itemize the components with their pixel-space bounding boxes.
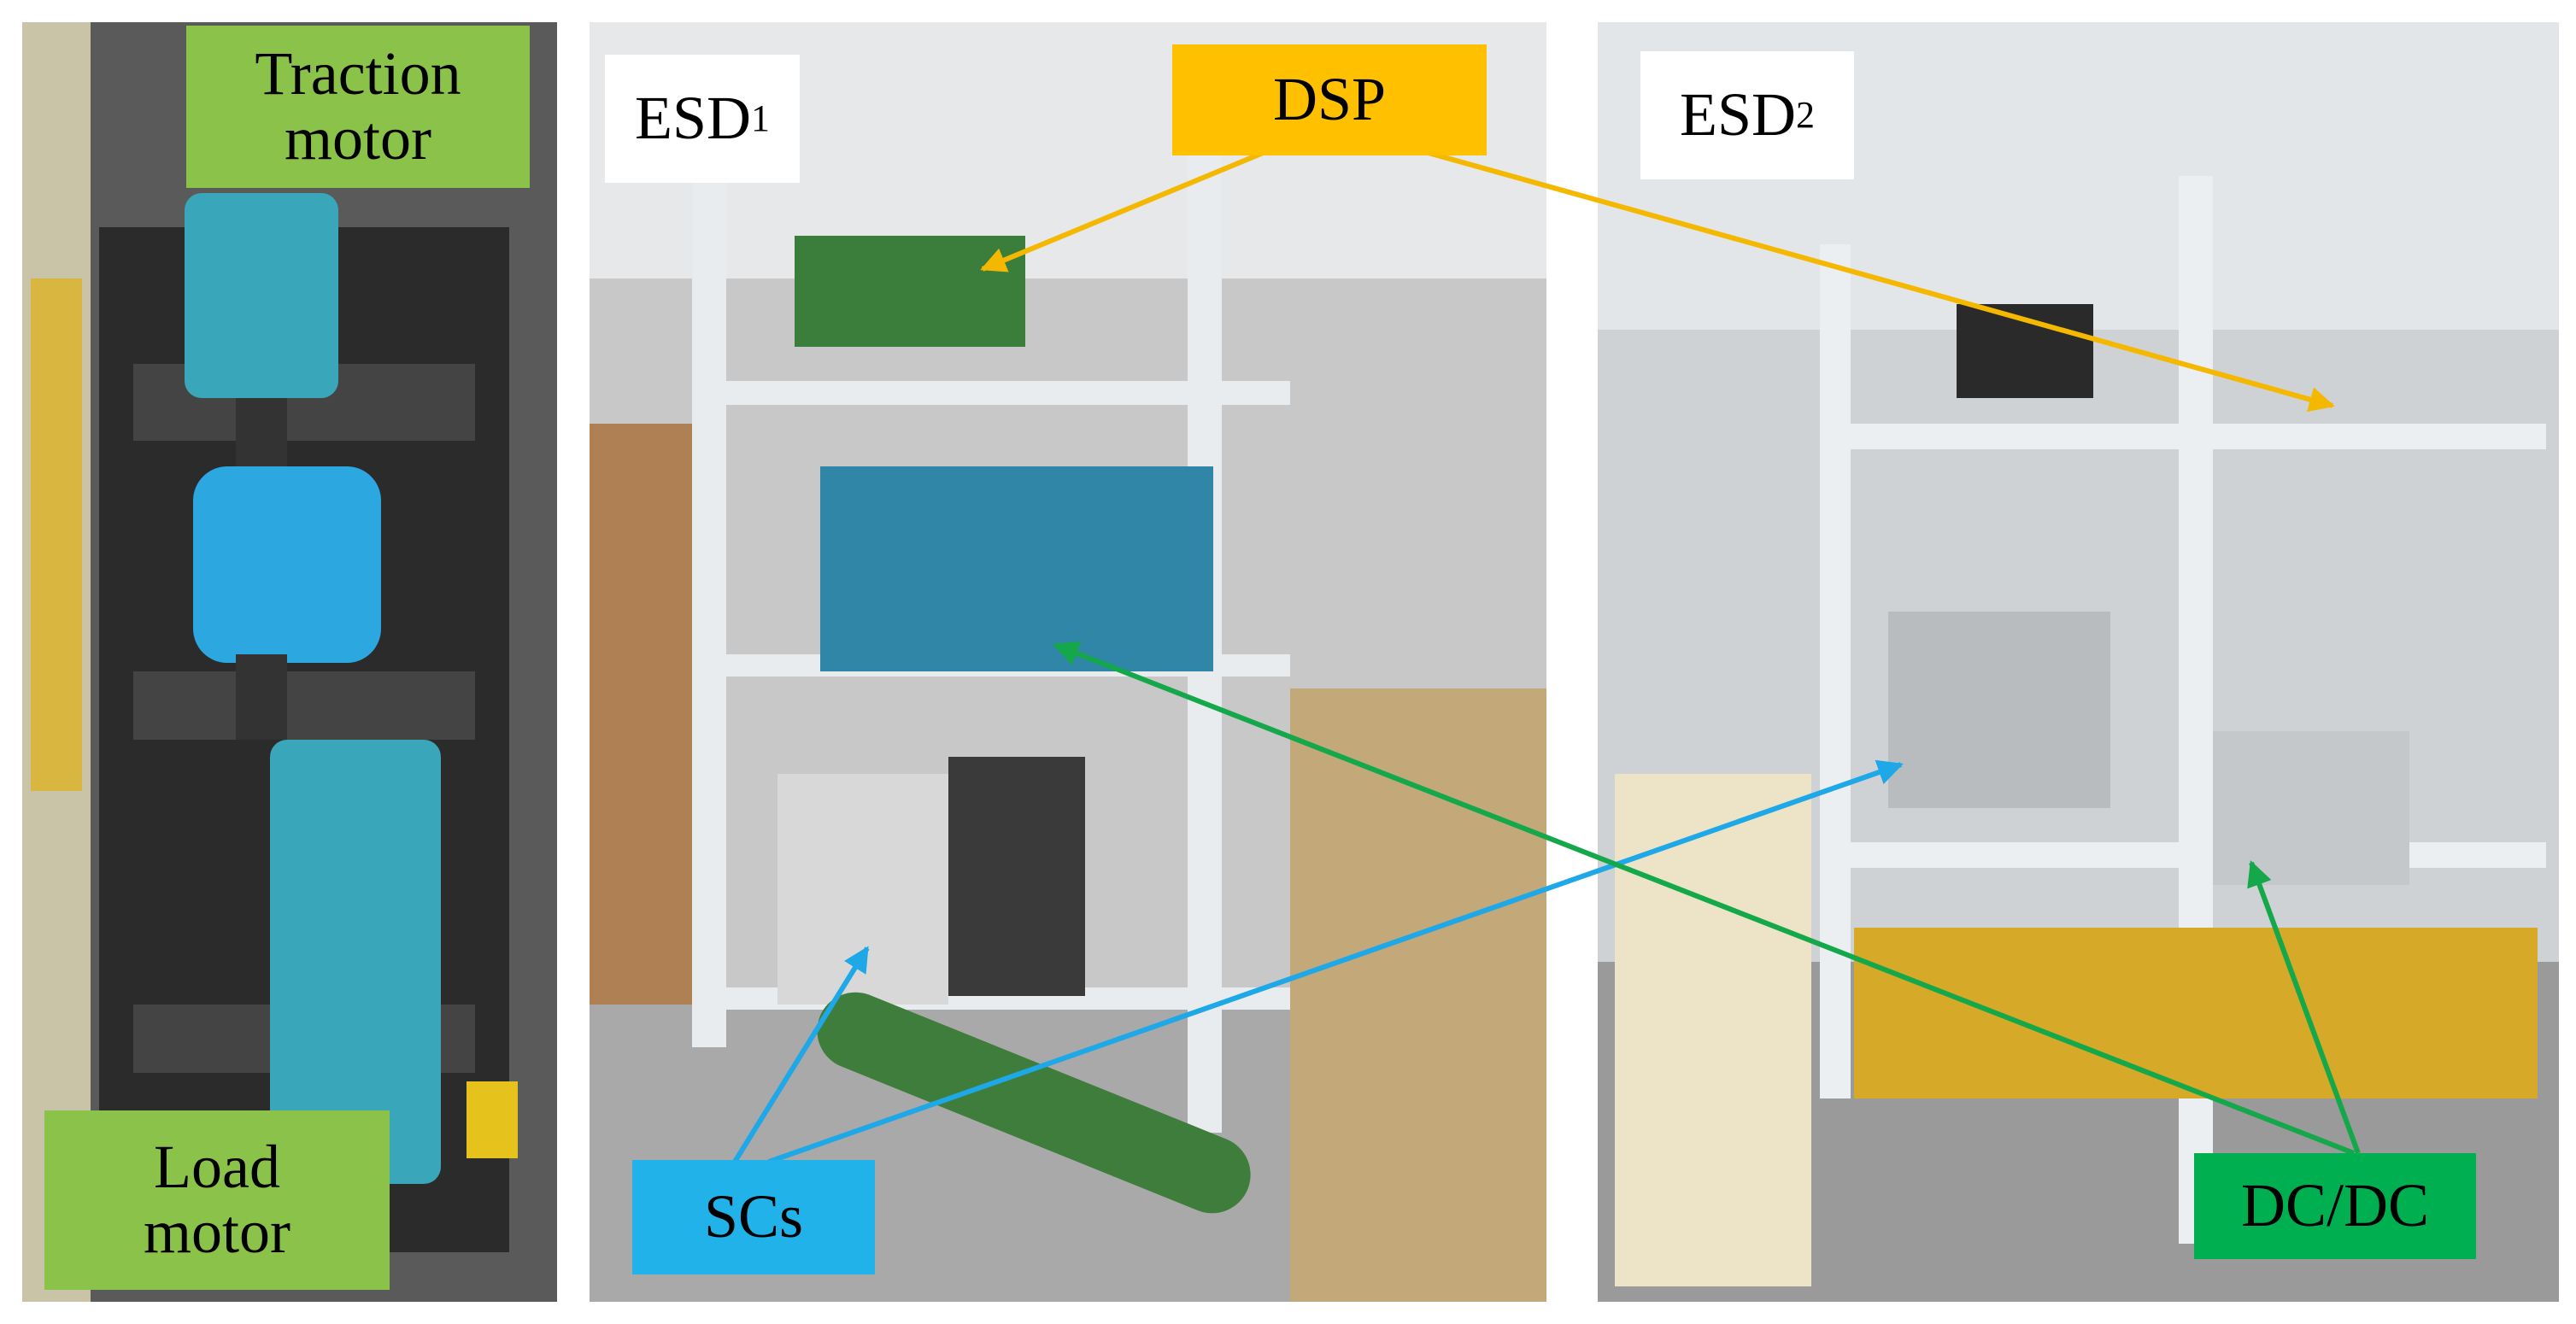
load-label-line1: Load <box>154 1133 280 1202</box>
esd1-rack-photo <box>590 22 1546 1302</box>
load-label-line2: motor <box>144 1198 290 1266</box>
dsp-label: DSP <box>1172 44 1487 155</box>
traction-label-line1: Traction <box>255 39 461 108</box>
esd2-label-main: ESD <box>1679 80 1797 149</box>
load-motor-label: Load motor <box>44 1110 390 1290</box>
dcdc-label-text: DC/DC <box>2240 1171 2430 1240</box>
esd1-label-subscript: 1 <box>751 97 771 139</box>
esd2-rack-photo <box>1598 22 2559 1302</box>
dsp-label-text: DSP <box>1272 65 1387 134</box>
scs-label: SCs <box>632 1160 875 1274</box>
traction-motor-label: Traction motor <box>186 26 530 188</box>
esd1-label-main: ESD <box>634 84 752 153</box>
dcdc-label: DC/DC <box>2194 1153 2476 1259</box>
traction-label-line2: motor <box>285 104 431 173</box>
scs-label-text: SCs <box>703 1182 804 1251</box>
motor-test-bench-photo <box>22 22 557 1302</box>
esd2-label-subscript: 2 <box>1796 93 1816 136</box>
